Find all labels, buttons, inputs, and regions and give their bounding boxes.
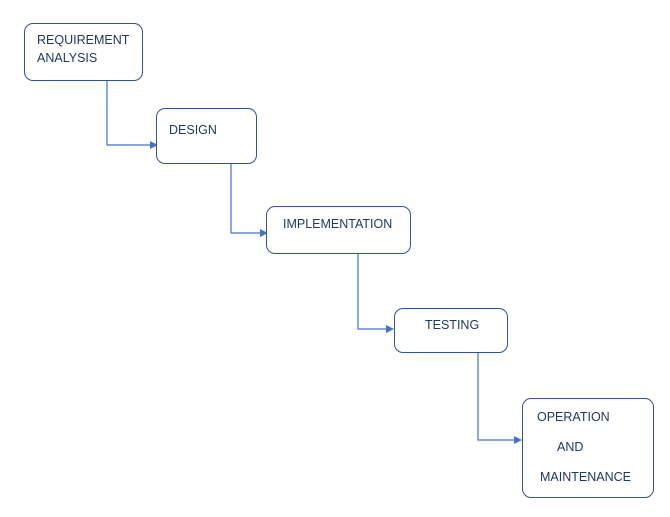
stage-label-line: AND [557,440,584,454]
stage-requirement-analysis: REQUIREMENT ANALYSIS [24,23,143,81]
stage-implementation: IMPLEMENTATION [266,206,411,254]
stage-operation-and-maintenance: OPERATION AND MAINTENANCE [522,398,654,498]
connector-design-to-implementation [230,164,268,237]
stage-label-line: TESTING [425,318,480,332]
connector-requirement-to-design [106,81,158,149]
connector-testing-to-operation [477,353,522,444]
stage-label-line: REQUIREMENT [37,33,130,47]
stage-label-line: ANALYSIS [37,51,98,65]
stage-testing: TESTING [394,308,508,353]
stage-label-line: MAINTENANCE [540,470,631,484]
stage-label-line: DESIGN [169,123,217,137]
stage-label-line: OPERATION [537,410,610,424]
stage-design: DESIGN [156,108,257,164]
stage-label-line: IMPLEMENTATION [283,217,393,231]
connector-implementation-to-testing [357,254,394,333]
